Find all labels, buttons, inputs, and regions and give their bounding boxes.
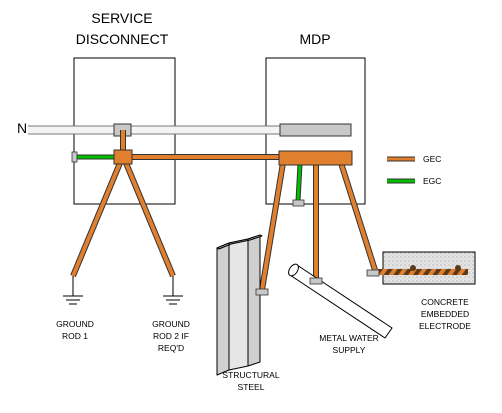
concrete-electrode-label-line2: EMBEDDED bbox=[421, 309, 469, 319]
water-pipe-clamp bbox=[309, 277, 323, 285]
structural-steel-label-line2: STEEL bbox=[238, 382, 265, 392]
mdp-title: MDP bbox=[299, 31, 330, 47]
concrete-electrode-label-line3: ELECTRODE bbox=[419, 321, 471, 331]
ground-rod-2-label-line1: GROUND bbox=[152, 319, 190, 329]
service-disconnect-title-line1: SERVICE bbox=[91, 10, 152, 26]
legend: GEC EGC bbox=[387, 154, 441, 186]
steel-clamp bbox=[255, 288, 269, 296]
concrete-block bbox=[382, 251, 476, 285]
water-supply-label-line1: METAL WATER bbox=[319, 333, 379, 343]
legend-gec-label: GEC bbox=[423, 154, 441, 164]
structural-steel-label-line1: STRUCTURAL bbox=[222, 370, 279, 380]
egc-wire-mdp-core bbox=[296, 163, 302, 202]
rebar-clamp bbox=[366, 269, 380, 277]
ground-rod-2-symbol bbox=[163, 276, 183, 305]
rebar-ties bbox=[410, 265, 461, 271]
mdp-ground-bus bbox=[278, 150, 353, 166]
ground-rod-2-label-line2: ROD 2 IF bbox=[153, 331, 189, 341]
mdp-neutral-bus bbox=[279, 123, 352, 137]
ground-rod-1-label-line1: GROUND bbox=[56, 319, 94, 329]
sd-ground-lug bbox=[71, 151, 78, 163]
service-disconnect-title-line2: DISCONNECT bbox=[76, 31, 169, 47]
water-supply-label-line2: SUPPLY bbox=[333, 345, 366, 355]
ground-rod-1-label-line2: ROD 1 bbox=[62, 331, 88, 341]
gec-wires bbox=[70, 130, 378, 291]
structural-steel-beam bbox=[216, 234, 263, 376]
legend-egc-label: EGC bbox=[423, 176, 441, 186]
mdp-ground-lug bbox=[292, 199, 305, 207]
ground-rod-1-symbol bbox=[63, 276, 83, 305]
concrete-electrode-label-line1: CONCRETE bbox=[421, 297, 469, 307]
neutral-label: N bbox=[17, 120, 27, 136]
ground-rod-2-label-line3: REQ'D bbox=[158, 343, 184, 353]
sd-ground-bus-block bbox=[113, 149, 133, 165]
